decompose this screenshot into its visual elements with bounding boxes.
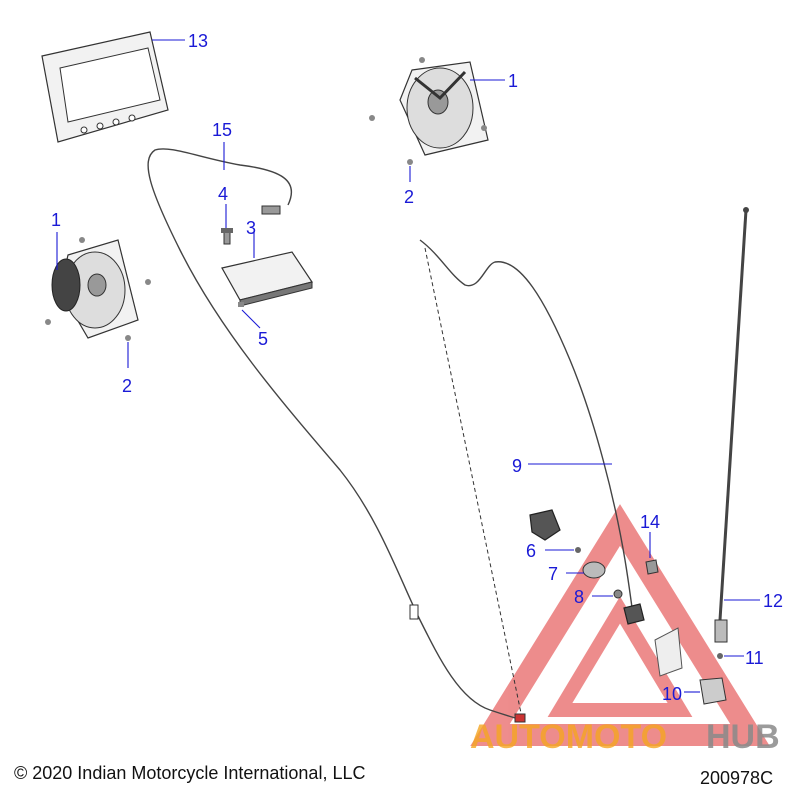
callout-9: 9 — [512, 456, 522, 476]
washer-part-7 — [582, 561, 606, 579]
callout-12: 12 — [763, 591, 783, 611]
screw-top-3 — [481, 125, 487, 131]
callout-11: 11 — [745, 648, 764, 668]
screw-top-4 — [407, 159, 413, 165]
screw-left-3 — [45, 319, 51, 325]
screw-left-2 — [145, 279, 151, 285]
callout-3: 3 — [246, 218, 256, 238]
cable-end-connector — [514, 713, 526, 723]
antenna-base — [623, 603, 645, 625]
cap-part-10 — [699, 677, 727, 705]
speaker-top-part — [399, 61, 489, 156]
mount-plate — [654, 627, 683, 677]
callout-4: 4 — [218, 184, 228, 204]
callout-14: 14 — [640, 512, 660, 532]
clip-part-5 — [238, 302, 244, 307]
watermark-text-hub: HUB — [706, 718, 780, 756]
callout-10: 10 — [662, 684, 682, 704]
watermark-logo — [470, 504, 770, 746]
callout-13: 13 — [188, 31, 208, 51]
screw-left-1 — [79, 237, 85, 243]
bracket-part — [529, 509, 561, 541]
harness-cable-15 — [147, 148, 523, 721]
diagram-id: 200978C — [700, 768, 774, 788]
callout-7: 7 — [548, 564, 558, 584]
connector-part-14 — [645, 559, 659, 575]
copyright-text: © 2020 Indian Motorcycle International, … — [14, 763, 366, 783]
amplifier-part-3 — [221, 251, 313, 307]
callout-8: 8 — [574, 587, 584, 607]
display-unit-part — [41, 31, 169, 143]
speaker-left-part — [51, 239, 139, 339]
bolt-part-4 — [221, 228, 233, 245]
watermark-text-auto: AUTOMOTO — [470, 718, 667, 756]
antenna-mast-12 — [718, 209, 748, 621]
antenna-tip — [743, 207, 749, 213]
cable-connector-a — [409, 604, 419, 620]
callout-1-left: 1 — [51, 210, 61, 230]
antenna-ferrule — [714, 619, 728, 643]
callout-2-left: 2 — [122, 376, 132, 396]
callout-6: 6 — [526, 541, 536, 561]
leader-5 — [241, 309, 261, 329]
screw-top-1 — [419, 57, 425, 63]
callout-15: 15 — [212, 120, 232, 140]
screw-top-2 — [369, 115, 375, 121]
antenna-cable-9 — [419, 239, 635, 621]
callout-2-top: 2 — [404, 187, 414, 207]
dashed-ref-line — [424, 247, 523, 719]
callout-5: 5 — [258, 329, 268, 349]
nut-part-6 — [575, 547, 581, 553]
nut-part-11 — [717, 653, 723, 659]
grommet-part-8 — [613, 589, 623, 599]
callout-1-top: 1 — [508, 71, 518, 91]
cable-plug-15 — [261, 205, 281, 215]
screw-left-4 — [125, 335, 131, 341]
